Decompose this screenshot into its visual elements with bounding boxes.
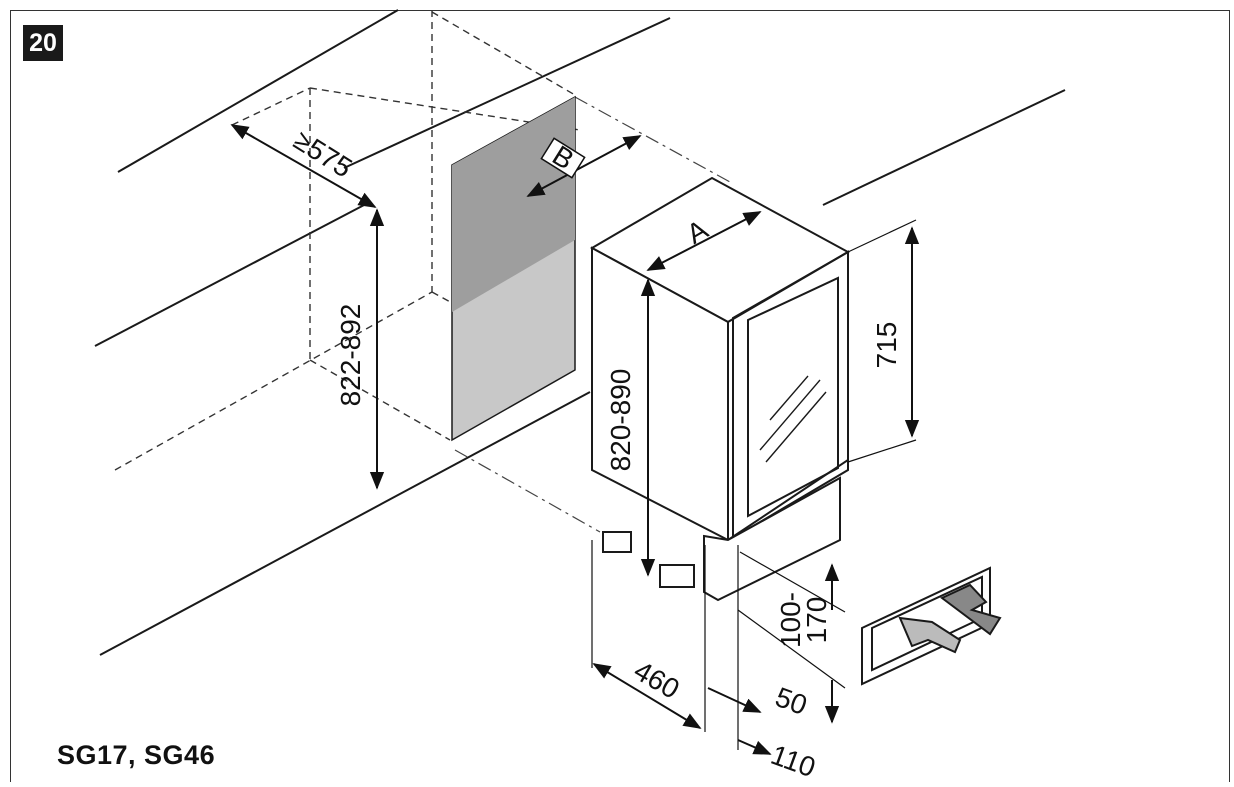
cabinet-outline bbox=[94, 9, 1066, 656]
alignment-lines bbox=[454, 96, 731, 533]
dimension-lines bbox=[230, 124, 920, 755]
plinth-height-label-line2: 170 bbox=[801, 597, 832, 644]
plinth-pictogram bbox=[861, 566, 1002, 686]
door-height-label: 715 bbox=[871, 322, 902, 369]
niche-height-label: 822-892 bbox=[335, 304, 366, 407]
niche-depth-label: ≥575 bbox=[288, 124, 357, 183]
glass-reflection bbox=[759, 375, 827, 463]
plinth-depth-label: 110 bbox=[767, 739, 820, 783]
appliance-height-label: 820-890 bbox=[605, 369, 636, 472]
figure-frame bbox=[10, 10, 1230, 782]
plinth-height-label-line1: 100- bbox=[775, 592, 806, 648]
figure-number-badge: 20 bbox=[23, 25, 63, 61]
appliance-depth-label: 460 bbox=[629, 655, 685, 705]
plinth-offset-label: 50 bbox=[771, 681, 811, 721]
model-caption: SG17, SG46 bbox=[57, 740, 216, 770]
